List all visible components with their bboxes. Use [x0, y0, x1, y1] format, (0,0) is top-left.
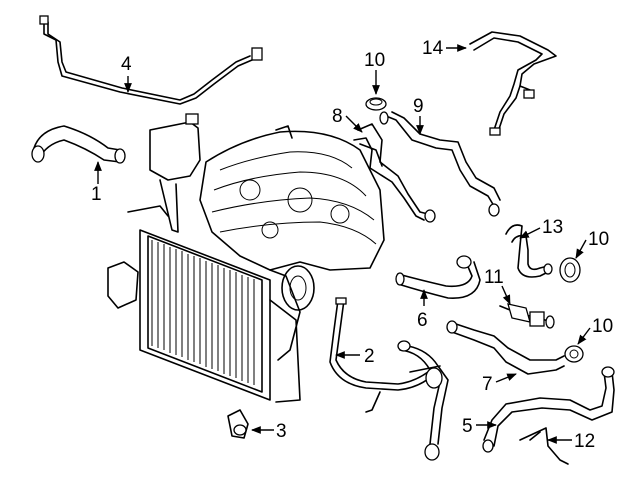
part-10-clamp-top	[365, 97, 387, 111]
part-5-hose	[482, 366, 615, 453]
callout-12: 12	[574, 431, 595, 452]
part-12-bracket	[519, 427, 569, 465]
callout-1: 1	[91, 184, 102, 205]
part-9-hose	[379, 111, 501, 217]
part-8-hose	[353, 123, 436, 223]
part-13-hose	[505, 224, 553, 278]
callout-10-lower: 10	[592, 316, 613, 337]
part-6-hose	[395, 255, 481, 299]
callout-6: 6	[417, 310, 428, 331]
part-10-clamp-lower	[564, 345, 584, 363]
callout-3: 3	[276, 421, 287, 442]
coolant-reservoir	[149, 113, 201, 233]
part-14-hose	[469, 31, 557, 136]
part-3-bracket	[227, 409, 249, 439]
callout-14: 14	[422, 38, 444, 59]
callout-2: 2	[364, 346, 375, 367]
callout-7: 7	[482, 374, 493, 395]
part-10-clamp-right	[559, 257, 581, 283]
callout-4: 4	[121, 54, 132, 75]
part-1-hose	[31, 125, 126, 164]
callout-10-right: 10	[588, 229, 609, 250]
part-7-hose	[446, 320, 565, 375]
callout-10-top: 10	[364, 50, 385, 71]
callout-5: 5	[462, 416, 473, 437]
part-4-tube	[39, 15, 263, 105]
part-11-valve	[499, 303, 555, 329]
leader-lines	[94, 44, 591, 444]
callout-11: 11	[484, 267, 504, 288]
engine-block	[199, 125, 385, 361]
callout-13: 13	[542, 217, 563, 238]
part-2-hose-assembly	[329, 297, 449, 461]
callout-9: 9	[413, 96, 424, 117]
callout-8: 8	[332, 106, 343, 127]
radiator	[107, 205, 301, 403]
